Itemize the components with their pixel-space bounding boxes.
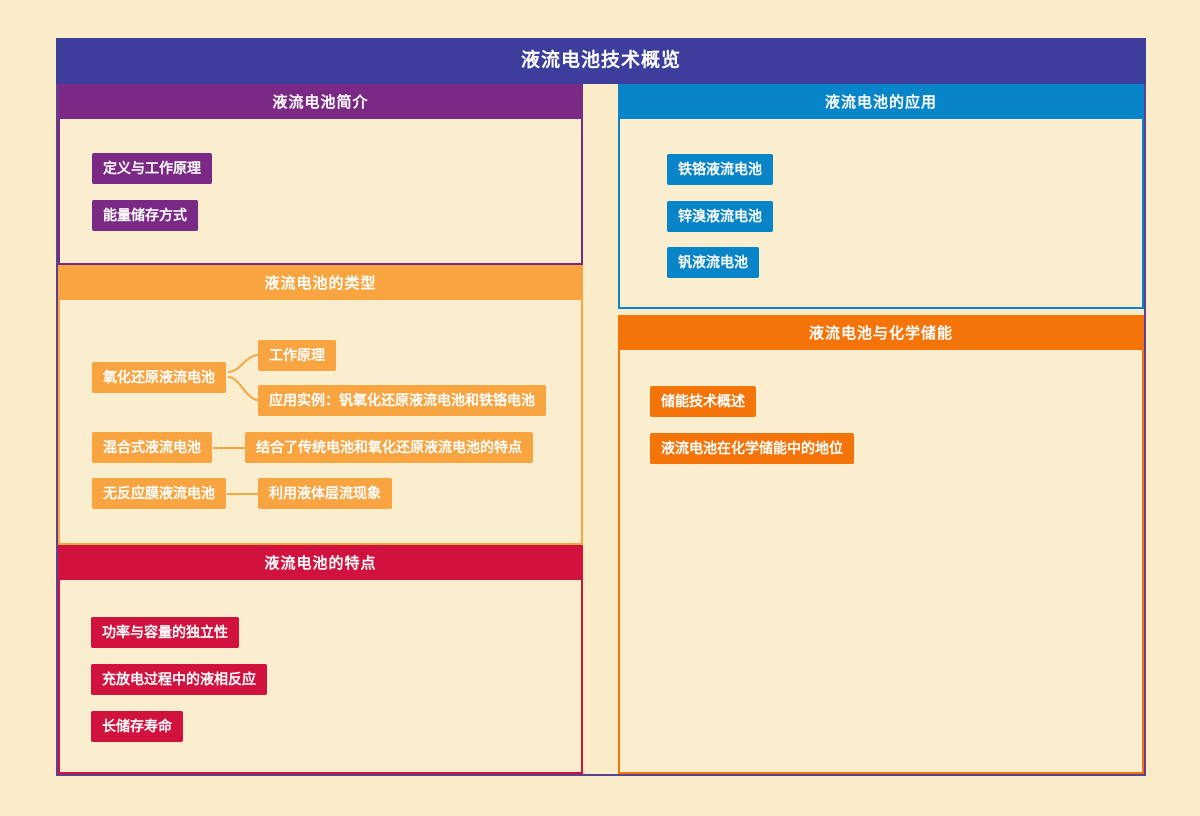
- section-traits-header[interactable]: 液流电池的特点: [60, 547, 581, 580]
- node-energy-storage-overview[interactable]: 储能技术概述: [650, 386, 756, 417]
- section-types-header[interactable]: 液流电池的类型: [60, 267, 581, 300]
- node-definition-and-principle[interactable]: 定义与工作原理: [92, 153, 212, 184]
- node-hybrid-flow-battery[interactable]: 混合式液流电池: [92, 432, 212, 463]
- node-energy-storage-method[interactable]: 能量储存方式: [92, 200, 198, 231]
- node-power-capacity-independence[interactable]: 功率与容量的独立性: [91, 617, 239, 648]
- node-long-storage-life[interactable]: 长储存寿命: [91, 711, 183, 742]
- section-intro-header[interactable]: 液流电池简介: [60, 86, 581, 119]
- hybrid-connector-line: [213, 447, 245, 449]
- node-application-examples[interactable]: 应用实例：钒氧化还原液流电池和铁铬电池: [258, 385, 546, 416]
- section-applications-header[interactable]: 液流电池的应用: [620, 86, 1142, 119]
- node-membraneless-flow-battery[interactable]: 无反应膜液流电池: [92, 478, 226, 509]
- node-iron-chromium-battery[interactable]: 铁铬液流电池: [667, 154, 773, 185]
- node-liquid-phase-reaction[interactable]: 充放电过程中的液相反应: [91, 664, 267, 695]
- section-storage: 液流电池与化学储能 储能技术概述 液流电池在化学储能中的地位: [618, 315, 1144, 774]
- node-vanadium-battery[interactable]: 钒液流电池: [667, 247, 759, 278]
- node-hybrid-description[interactable]: 结合了传统电池和氧化还原液流电池的特点: [245, 432, 533, 463]
- node-laminar-flow-description[interactable]: 利用液体层流现象: [258, 478, 392, 509]
- redox-branch-connector: [227, 354, 259, 401]
- membraneless-connector-line: [227, 493, 258, 495]
- node-flow-battery-position[interactable]: 液流电池在化学储能中的地位: [650, 433, 854, 464]
- node-redox-flow-battery[interactable]: 氧化还原液流电池: [92, 362, 226, 393]
- section-applications: 液流电池的应用 铁铬液流电池 锌溴液流电池 钒液流电池: [618, 84, 1144, 309]
- page-title: 液流电池技术概览: [520, 50, 681, 71]
- section-intro: 液流电池简介 定义与工作原理 能量储存方式: [58, 84, 583, 265]
- node-zinc-bromine-battery[interactable]: 锌溴液流电池: [667, 201, 773, 232]
- section-types: 液流电池的类型 氧化还原液流电池 工作原理 应用实例：钒氧化还原液流电池和铁铬电…: [58, 265, 583, 545]
- node-working-principle[interactable]: 工作原理: [258, 340, 336, 371]
- section-traits: 液流电池的特点 功率与容量的独立性 充放电过程中的液相反应 长储存寿命: [58, 545, 583, 774]
- section-storage-header[interactable]: 液流电池与化学储能: [620, 317, 1142, 350]
- page-title-bar: 液流电池技术概览: [56, 38, 1146, 84]
